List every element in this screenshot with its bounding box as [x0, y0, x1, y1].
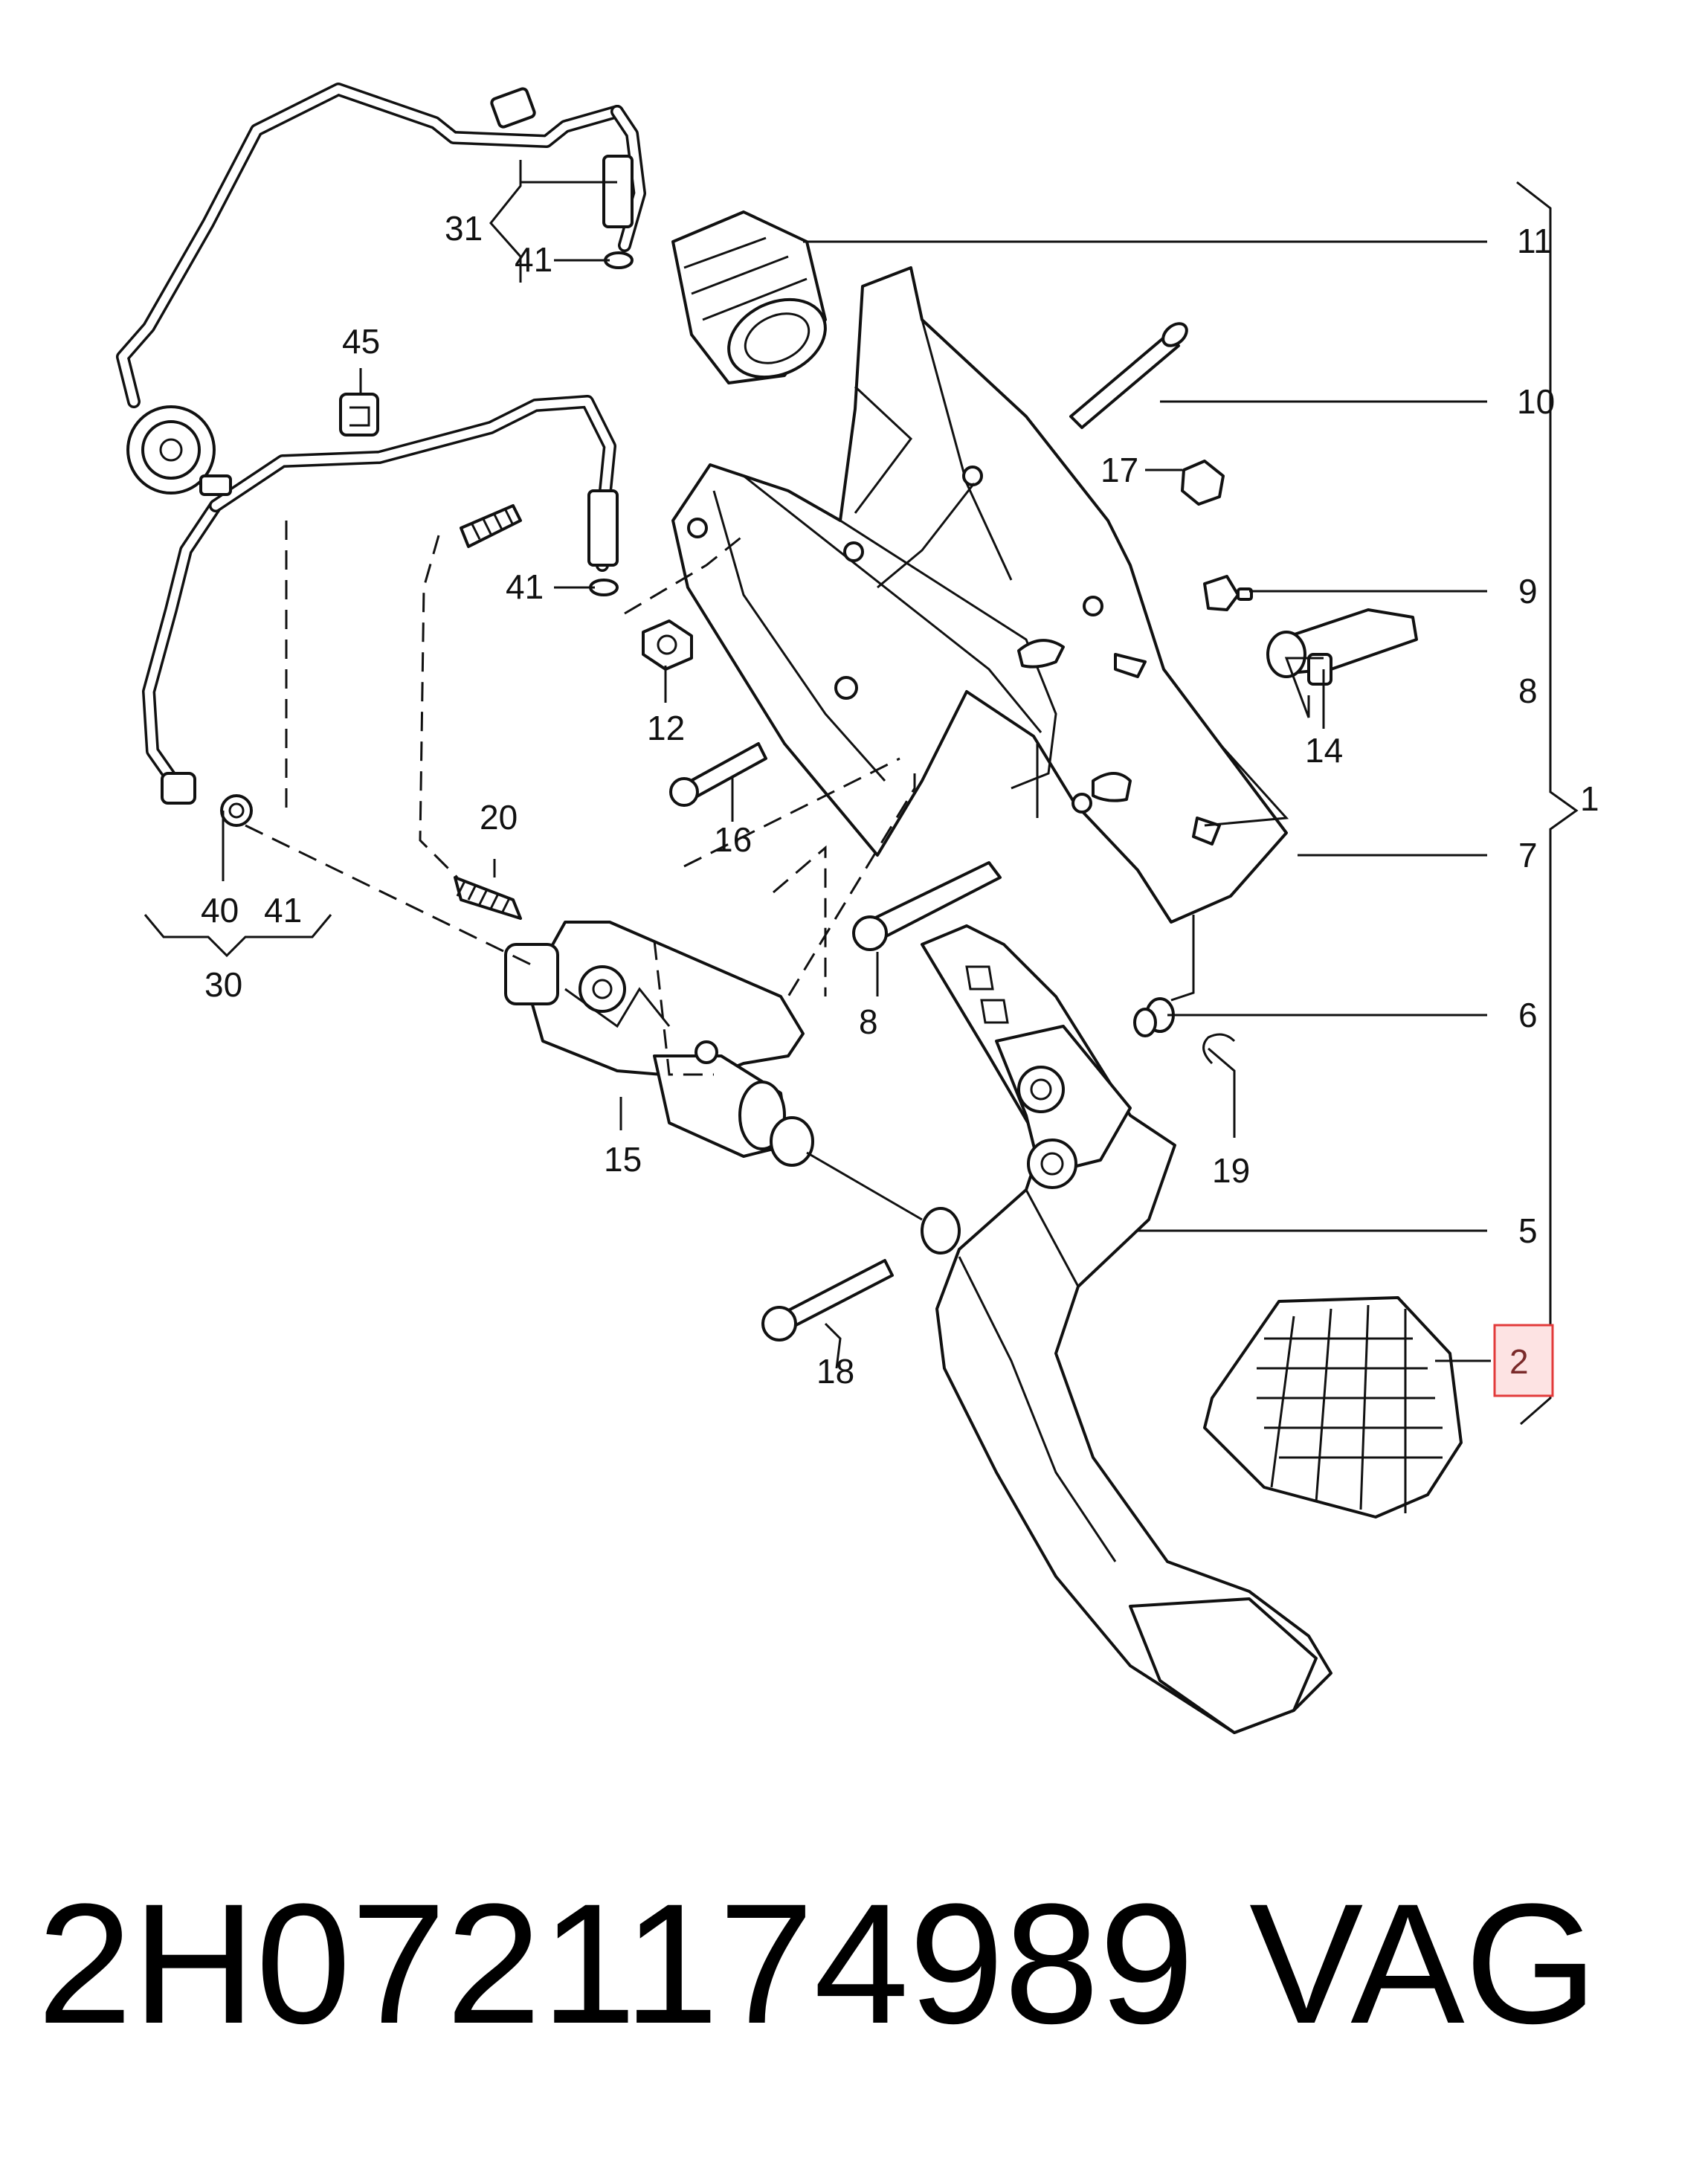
pin-8 [852, 861, 1002, 951]
fitting-group-30 [161, 772, 253, 827]
pedal-pad-2 [1203, 1296, 1463, 1519]
spring-20 [454, 876, 522, 920]
bolt-10 [1069, 322, 1188, 429]
hose-fitting-mid [587, 489, 619, 567]
rubber-boot-11 [671, 210, 827, 384]
callout-17: 17 [1100, 451, 1138, 489]
bushing-6 [1133, 997, 1175, 1037]
callout-14: 14 [1305, 731, 1343, 770]
callout-7: 7 [1518, 836, 1538, 875]
bolt-18 [761, 1259, 894, 1342]
callout-31: 31 [445, 209, 483, 248]
callout-6: 6 [1518, 996, 1538, 1034]
clutch-pedal-5 [921, 924, 1332, 1734]
callout-41-bottom: 41 [264, 891, 302, 930]
master-cylinder-15 [504, 921, 814, 1167]
pedal-bracket-7 [671, 266, 1288, 924]
callout-15: 15 [604, 1140, 642, 1179]
hose-fitting-top [602, 155, 634, 228]
callout-10: 10 [1517, 382, 1555, 421]
callout-2: 2 [1509, 1342, 1529, 1381]
callout-1: 1 [1580, 779, 1599, 818]
callouts: 11 10 17 9 8 14 1 7 6 5 19 8 18 15 16 12… [201, 209, 1599, 1391]
nut-12 [642, 619, 693, 671]
nut-9 [1203, 575, 1253, 611]
hose-coupling [490, 87, 536, 129]
callout-9: 9 [1518, 572, 1538, 611]
part-number: 2H0721174989 [37, 1868, 1194, 2059]
callout-8-mid: 8 [859, 1002, 878, 1041]
brand-name: VAG [1249, 1868, 1598, 2059]
callout-5: 5 [1518, 1211, 1538, 1250]
callout-2-highlight[interactable]: 2 [1493, 1324, 1554, 1397]
callout-16: 16 [714, 820, 752, 859]
callout-40: 40 [201, 891, 239, 930]
callout-20: 20 [480, 798, 518, 837]
reservoir-connector [126, 405, 232, 496]
callout-45: 45 [342, 322, 380, 361]
callout-19: 19 [1212, 1151, 1250, 1190]
callout-11: 11 [1517, 222, 1553, 260]
nut-17 [1181, 460, 1225, 506]
callout-41-mid: 41 [506, 567, 544, 606]
leader-lines [144, 160, 1579, 1426]
spring-upper [460, 504, 522, 548]
hose-upper [116, 83, 646, 408]
callout-12: 12 [647, 709, 685, 747]
callout-30: 30 [204, 965, 242, 1004]
push-rod [806, 1151, 923, 1221]
highlight-box [1493, 1324, 1554, 1397]
clip-19 [1202, 1033, 1236, 1065]
callout-8-right: 8 [1518, 672, 1538, 710]
assembly-lines [245, 521, 916, 1076]
switch-14 [1266, 608, 1418, 686]
bushing [921, 1207, 961, 1255]
clip-45 [339, 393, 379, 437]
callout-18: 18 [816, 1352, 854, 1391]
callout-41-top: 41 [515, 240, 552, 279]
bolt-16 [669, 742, 767, 807]
